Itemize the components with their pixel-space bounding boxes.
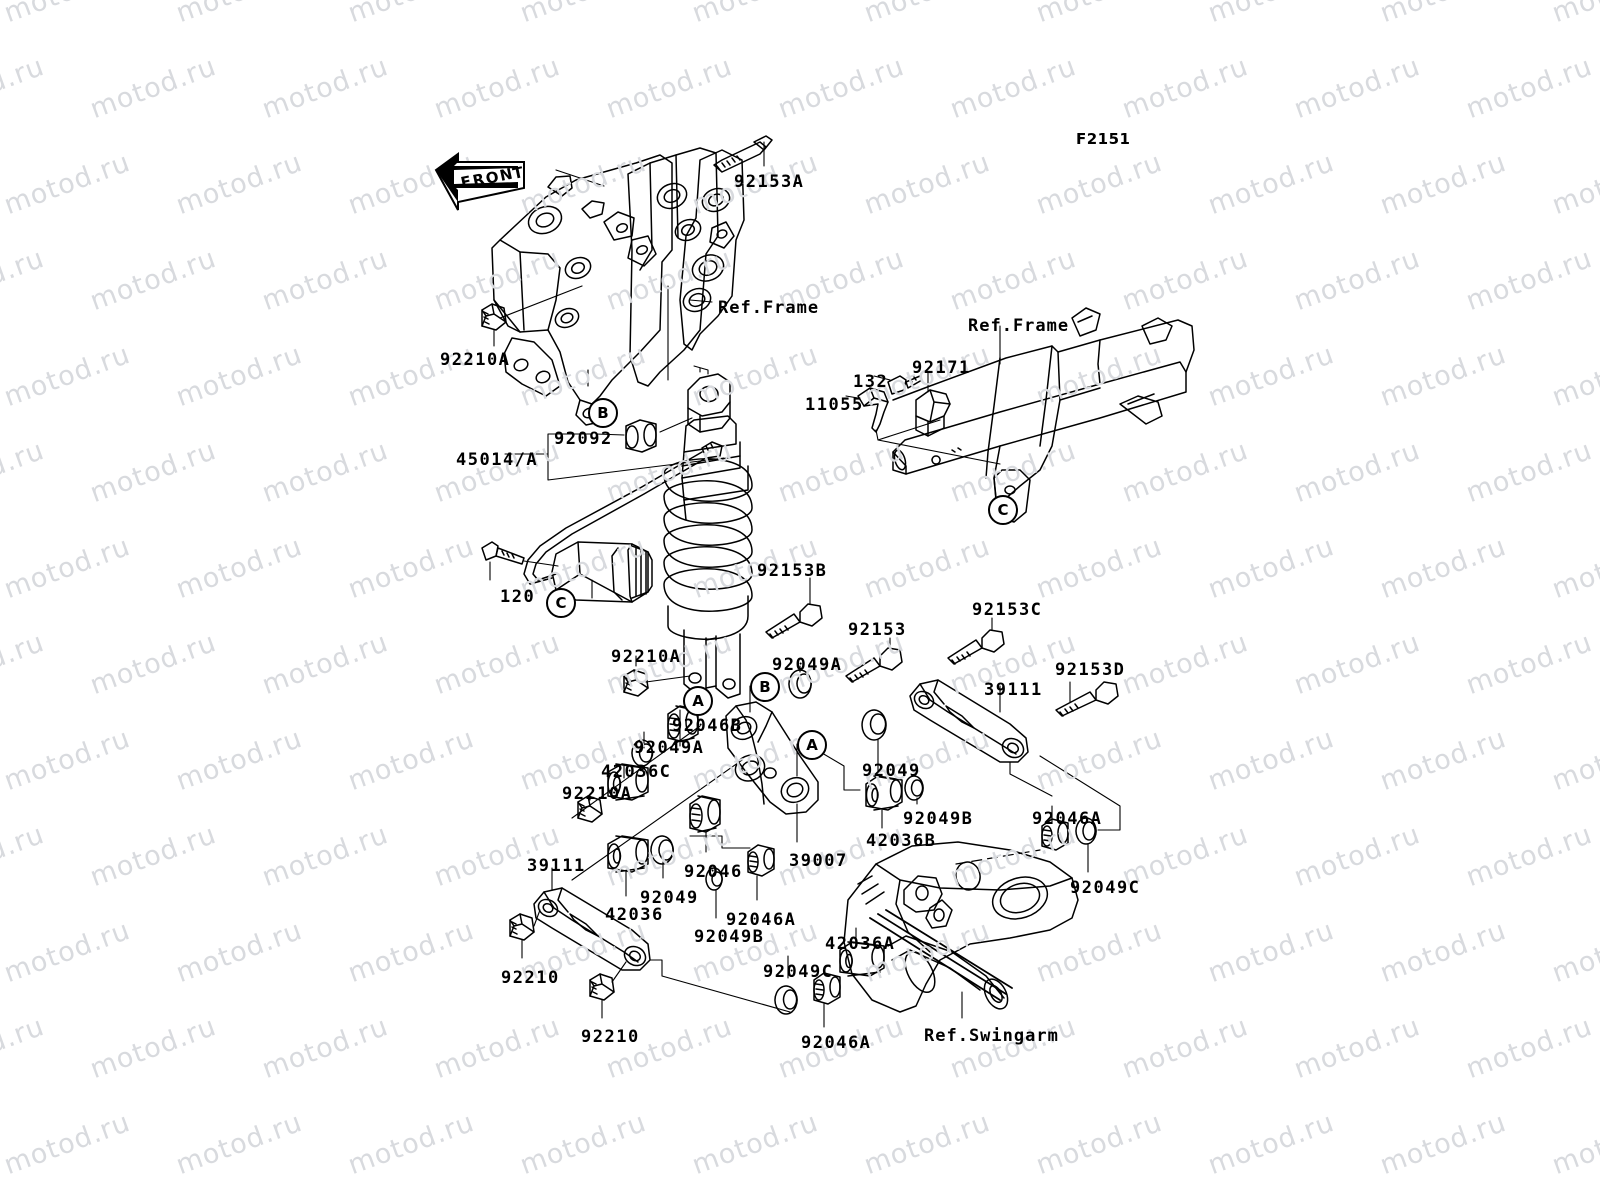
circle-marker-c-frame: C <box>988 495 1018 525</box>
part-label-92210a: 92210A <box>611 647 682 667</box>
bolt-92153A <box>713 135 773 173</box>
svg-text:O: O <box>484 168 500 188</box>
part-label-92210a: 92210A <box>440 350 511 370</box>
part-label-42036a: 42036A <box>825 934 896 954</box>
ref-label-frame-right: Ref.Frame <box>968 316 1070 336</box>
part-label-92153: 92153 <box>848 620 907 640</box>
bolt-120 <box>481 541 525 565</box>
bracket-11055 <box>857 387 889 433</box>
nut-92210A-lower <box>623 669 649 697</box>
part-label-92046a: 92046A <box>726 910 797 930</box>
tie-rod-39111-lower <box>509 867 791 1019</box>
swingarm-reference <box>843 841 1079 1019</box>
figure-code: F2151 <box>1076 130 1131 148</box>
part-label-92210a: 92210A <box>562 784 633 804</box>
circle-marker-a-rocker: A <box>797 730 827 760</box>
front-arrow-badge: F R O N T <box>434 152 526 211</box>
bolt-92153D <box>1055 681 1119 717</box>
circle-marker-b-frame: B <box>588 398 618 428</box>
part-label-39111: 39111 <box>527 856 586 876</box>
part-label-92046a: 92046A <box>1032 809 1103 829</box>
circle-marker-b-rocker: B <box>750 672 780 702</box>
bushing-92092 <box>625 419 657 453</box>
part-label-92049b: 92049B <box>694 927 765 947</box>
part-label-92153c: 92153C <box>972 600 1043 620</box>
part-label-92049b: 92049B <box>903 809 974 829</box>
bearing-stack-upper <box>571 705 701 823</box>
circle-marker-c-shock: C <box>546 588 576 618</box>
part-label-92153b: 92153B <box>757 561 828 581</box>
part-label-92210: 92210 <box>501 968 560 988</box>
part-label-39007: 39007 <box>789 851 848 871</box>
part-label-42036: 42036 <box>605 905 664 925</box>
ref-label-swingarm: Ref.Swingarm <box>924 1026 1059 1046</box>
part-label-92046: 92046 <box>684 862 743 882</box>
part-label-42036b: 42036B <box>866 831 937 851</box>
sensor-92171 <box>915 389 951 437</box>
ref-label-frame-top: Ref.Frame <box>718 298 820 318</box>
rocker-arm-39007 <box>689 685 819 849</box>
part-label-39111: 39111 <box>984 680 1043 700</box>
bolt-92153B <box>765 603 823 639</box>
bearing-stack-right <box>788 637 1121 873</box>
tie-rod-39111-upper <box>909 617 1119 797</box>
frame-right-assembly <box>845 307 1195 523</box>
nut-92210-right <box>589 973 615 1001</box>
part-label-92153d: 92153D <box>1055 660 1126 680</box>
circle-marker-a-shock: A <box>683 686 713 716</box>
part-label-92049a: 92049A <box>772 655 843 675</box>
part-label-11055: 11055 <box>805 395 864 415</box>
bearing-stack-lower <box>571 759 775 919</box>
bolt-132 <box>887 375 923 395</box>
frame-upper-assembly <box>481 135 773 426</box>
nut-92210-left <box>509 913 535 941</box>
nut-92210A-upper <box>481 303 507 331</box>
part-label-92046b: 92046B <box>672 716 743 736</box>
part-label-92153a: 92153A <box>734 172 805 192</box>
part-label-92210: 92210 <box>581 1027 640 1047</box>
svg-text:T: T <box>511 163 526 183</box>
part-label-92049: 92049 <box>640 888 699 908</box>
shock-absorber-45014 <box>481 365 823 699</box>
part-label-120: 120 <box>500 587 536 607</box>
part-label-92049a: 92049A <box>634 738 705 758</box>
part-label-132: 132 <box>853 372 889 392</box>
svg-text:F: F <box>459 172 473 192</box>
svg-text:R: R <box>471 170 486 190</box>
part-label-92171: 92171 <box>912 358 971 378</box>
part-label-45014a: 45014/A <box>456 450 539 470</box>
part-label-92046a: 92046A <box>801 1033 872 1053</box>
bolt-92153 <box>845 647 903 683</box>
part-label-92092: 92092 <box>554 429 613 449</box>
svg-text:N: N <box>498 165 514 185</box>
bolt-92153C <box>947 629 1005 665</box>
part-label-92049: 92049 <box>862 761 921 781</box>
part-label-92049c: 92049C <box>763 962 834 982</box>
part-label-42036c: 42036C <box>601 762 672 782</box>
part-label-92049c: 92049C <box>1070 878 1141 898</box>
